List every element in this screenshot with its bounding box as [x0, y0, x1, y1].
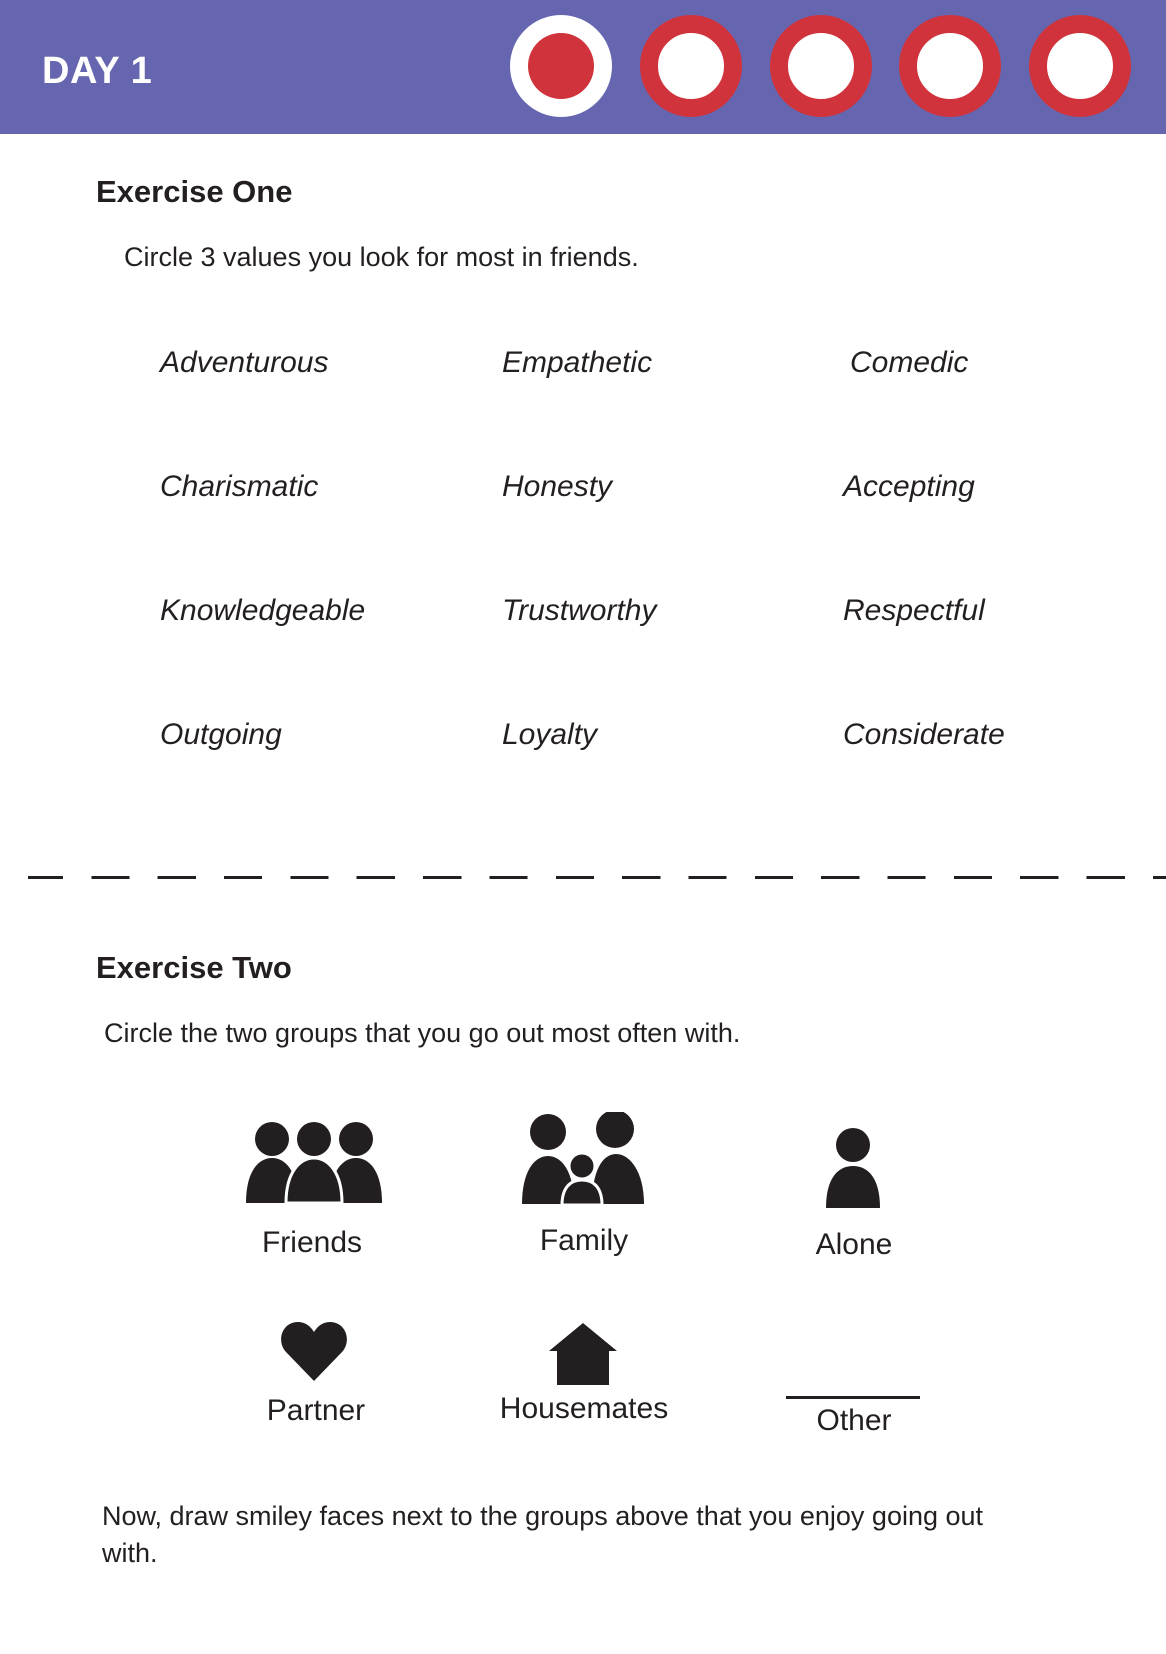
friends-icon — [246, 1122, 382, 1204]
value-option: Adventurous — [160, 346, 329, 379]
exercise-one-title: Exercise One — [96, 174, 293, 209]
other-blank-line — [786, 1396, 920, 1399]
followup-instruction: Now, draw smiley faces next to the group… — [102, 1501, 984, 1568]
value-option: Comedic — [850, 346, 969, 379]
value-option: Empathetic — [502, 346, 653, 379]
exercise-one-instruction: Circle 3 values you look for most in fri… — [124, 242, 639, 272]
group-label-family: Family — [539, 1224, 629, 1257]
person-icon — [826, 1128, 880, 1208]
progress-dot-2 — [640, 15, 742, 117]
value-option: Charismatic — [160, 470, 319, 503]
family-icon — [522, 1112, 644, 1206]
group-label-housemates: Housemates — [499, 1392, 669, 1425]
value-option: Respectful — [843, 594, 985, 627]
house-icon — [549, 1323, 617, 1385]
value-option: Knowledgeable — [160, 594, 366, 627]
exercise-two-title: Exercise Two — [96, 950, 292, 985]
group-label-friends: Friends — [261, 1226, 363, 1259]
exercise-two-instruction: Circle the two groups that you go out mo… — [104, 1018, 741, 1048]
day-label: DAY 1 — [42, 50, 153, 92]
progress-dot-3 — [770, 15, 872, 117]
value-option: Considerate — [843, 718, 1005, 751]
heart-icon — [281, 1322, 347, 1381]
group-label-other: Other — [816, 1404, 892, 1437]
dashed-divider — [28, 876, 1166, 879]
value-option: Accepting — [843, 470, 975, 503]
group-label-partner: Partner — [266, 1394, 366, 1427]
value-option: Honesty — [502, 470, 613, 503]
value-option: Outgoing — [160, 718, 282, 751]
progress-dot-4 — [899, 15, 1001, 117]
value-option: Trustworthy — [502, 594, 657, 627]
progress-dot-fill — [528, 33, 594, 99]
group-label-alone: Alone — [815, 1228, 893, 1261]
value-option: Loyalty — [502, 718, 598, 751]
page-header: DAY 1 — [0, 0, 1166, 134]
progress-dot-1-done — [510, 15, 612, 117]
progress-dot-5 — [1029, 15, 1131, 117]
